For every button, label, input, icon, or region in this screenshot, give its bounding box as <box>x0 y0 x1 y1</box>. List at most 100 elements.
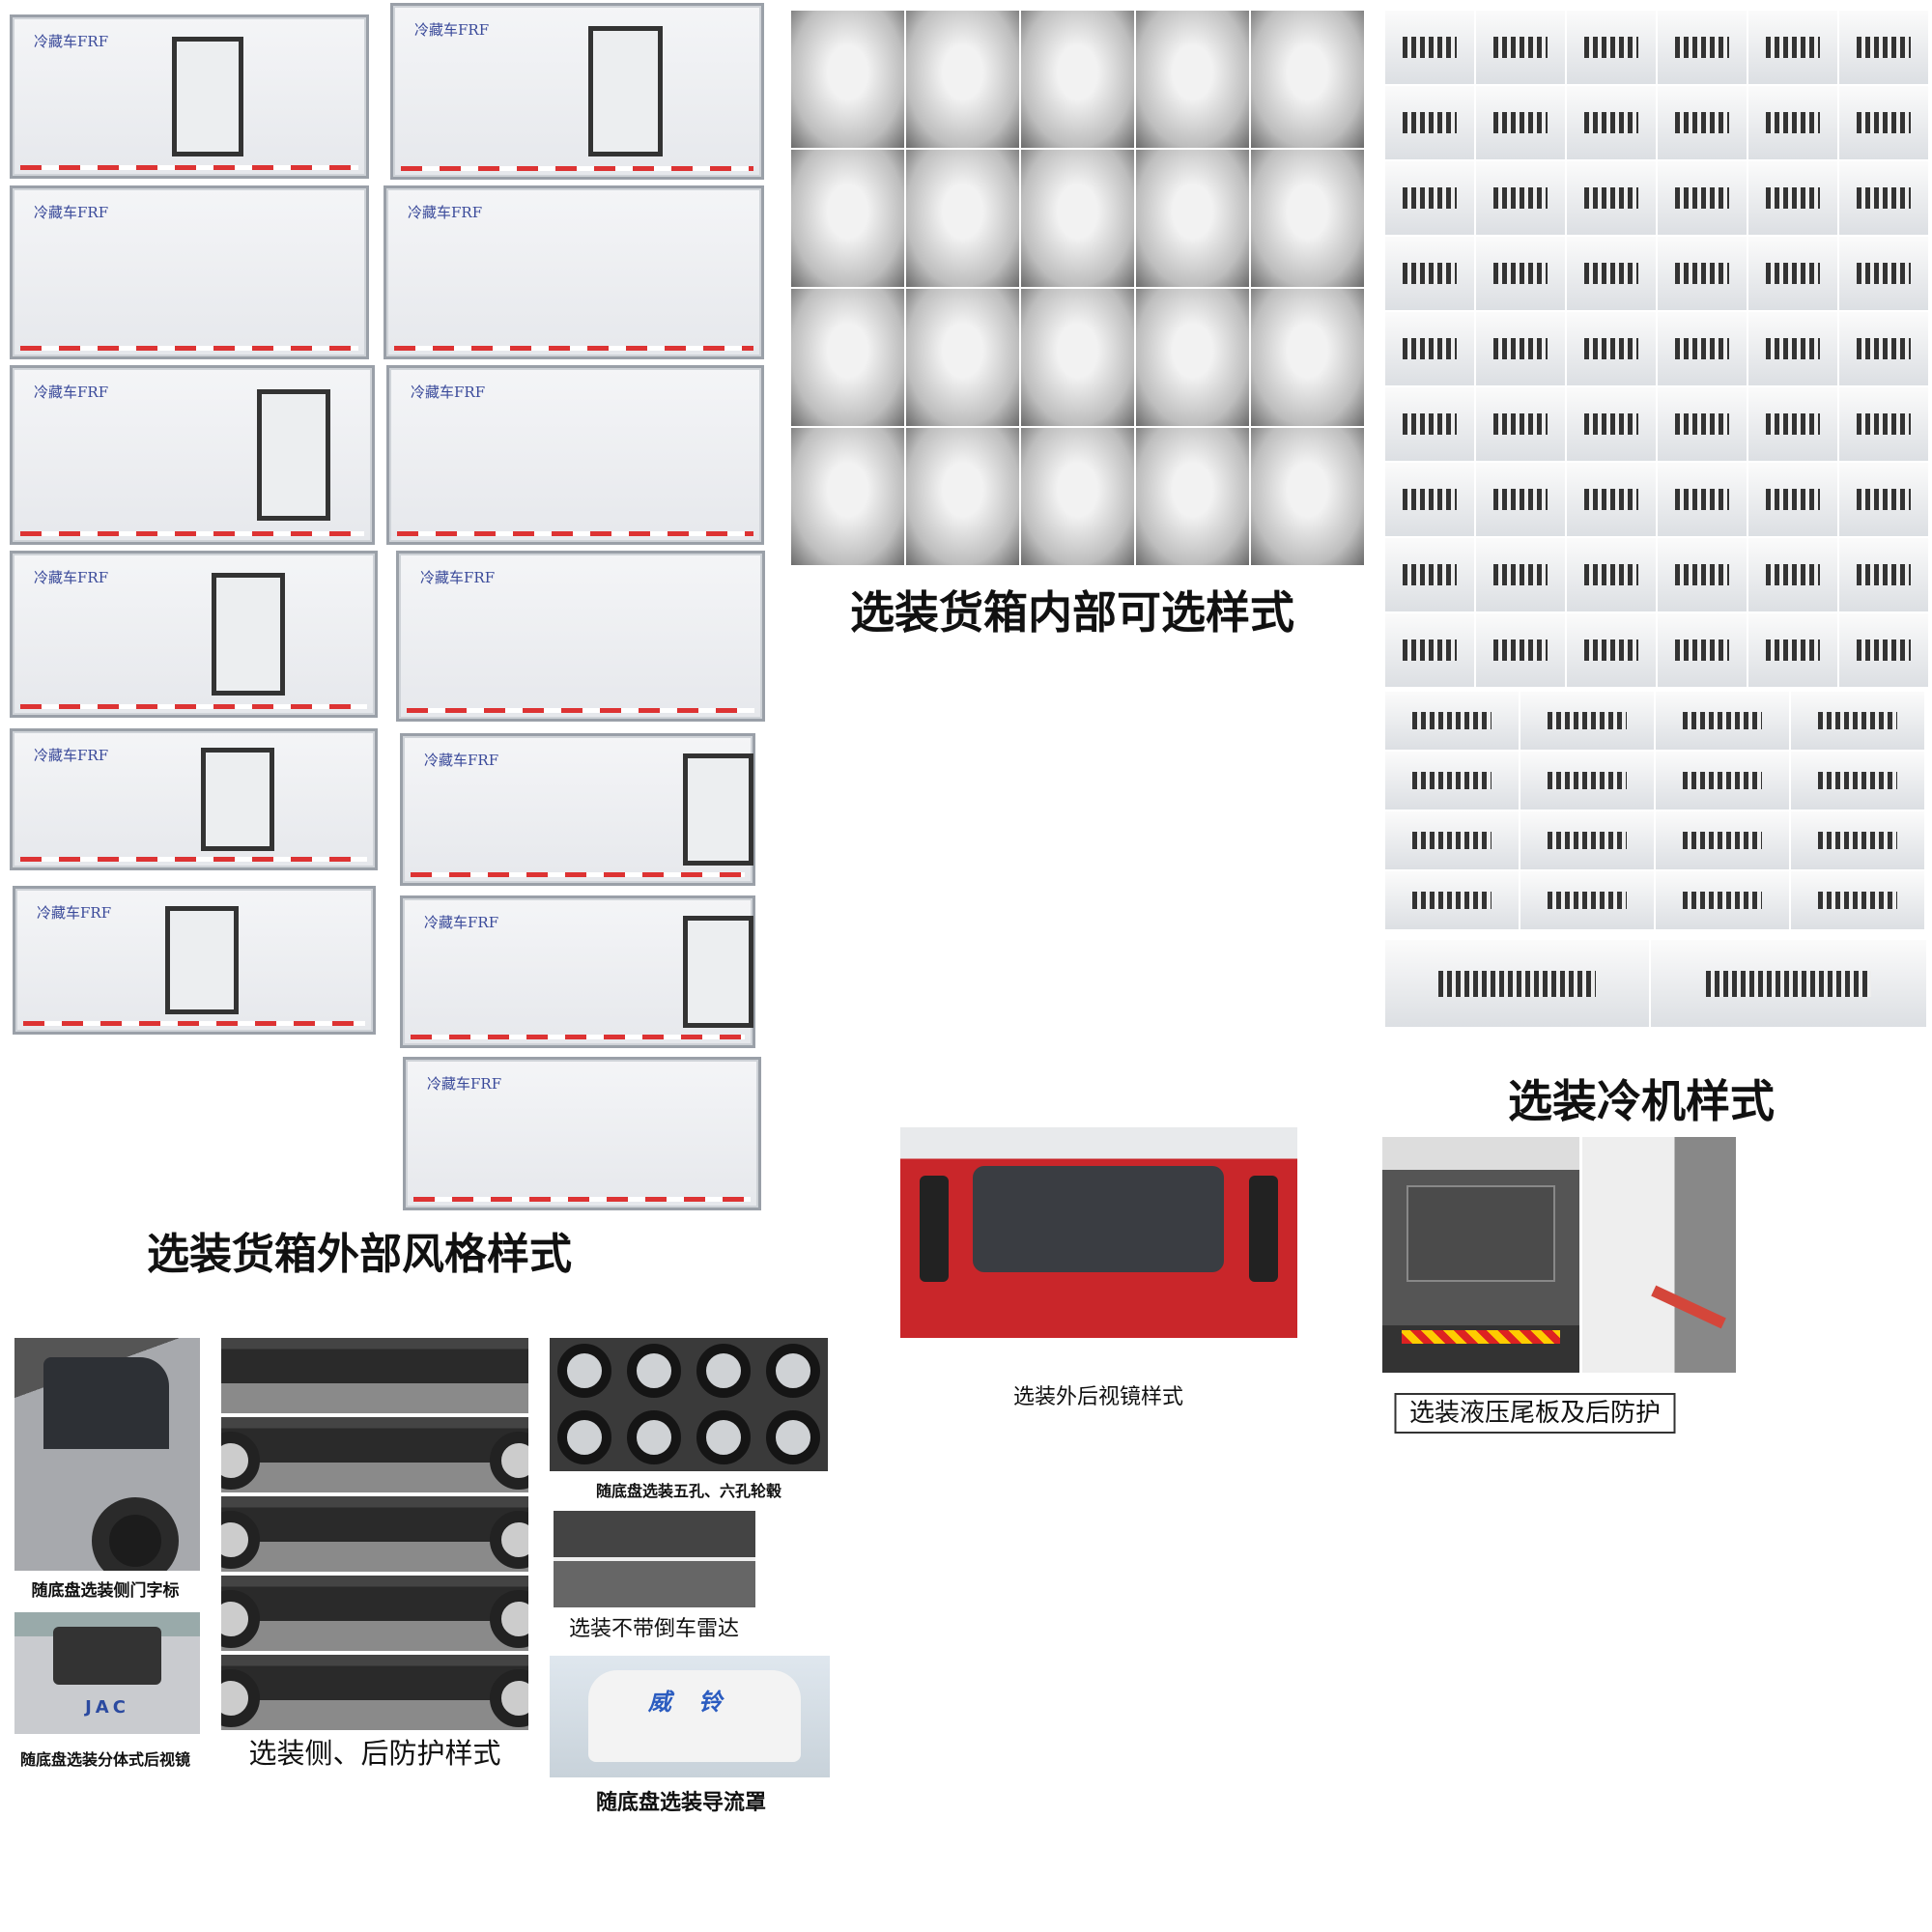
interior-photo <box>1020 427 1135 566</box>
wheel-icon <box>221 1669 260 1727</box>
panel-label: 冷藏车FRF <box>424 914 499 931</box>
cooling-unit-photo <box>1566 537 1657 612</box>
panel-label: 冷藏车FRF <box>411 384 486 401</box>
wheel-hub-icon <box>557 1344 611 1398</box>
cooling-unit-photo <box>1657 462 1747 537</box>
cooling-unit-photo <box>1475 10 1566 85</box>
rear-door <box>165 905 239 1015</box>
wheel-icon <box>490 1432 528 1490</box>
jac-logo: JAC <box>85 1697 129 1718</box>
exterior-title: 选装货箱外部风格样式 <box>147 1230 572 1279</box>
wheel-hub-icon <box>696 1344 751 1398</box>
wheel-icon <box>221 1511 260 1569</box>
cooling-unit-photo <box>1838 462 1929 537</box>
cooling-unit-photo <box>1655 691 1790 751</box>
cooling-unit-photo <box>1838 85 1929 160</box>
cargo-box-panel: 冷藏车FRF <box>384 185 764 359</box>
wheel-photo <box>758 1405 828 1471</box>
deflector-caption: 随底盘选装导流罩 <box>595 1790 767 1815</box>
cooling-unit-photo <box>1655 810 1790 870</box>
cargo-box-panel: 冷藏车FRF <box>10 551 378 718</box>
panel-label: 冷藏车FRF <box>37 904 112 922</box>
cooling-unit-photo <box>1657 537 1747 612</box>
cooling-unit-photo <box>1520 691 1655 751</box>
cooling-unit-photo <box>1384 386 1475 462</box>
wheel-hub-icon <box>766 1410 820 1464</box>
chassis-photo <box>221 1338 528 1413</box>
cooling-unit-photo <box>1566 386 1657 462</box>
cooling-unit-photo <box>1790 870 1925 930</box>
wheel-icon <box>490 1590 528 1648</box>
wheel-photo <box>758 1338 828 1405</box>
wheel-photo <box>550 1338 619 1405</box>
interior-photo <box>1135 427 1250 566</box>
split-mirror-photo: JAC <box>14 1612 200 1734</box>
cooling-unit-photo <box>1384 870 1520 930</box>
rear-door <box>587 26 664 156</box>
interior-photo <box>905 427 1020 566</box>
panel-label: 冷藏车FRF <box>34 204 109 221</box>
deflector-brand: 威 铃 <box>647 1689 732 1716</box>
cooling-unit-photo <box>1475 85 1566 160</box>
cooling-unit-photo <box>1566 85 1657 160</box>
wheel-icon <box>490 1669 528 1727</box>
cooling-unit-photo <box>1747 10 1838 85</box>
cooling-unit-photo <box>1838 612 1929 688</box>
interior-photo <box>1135 288 1250 427</box>
cooling-unit-photo <box>1384 691 1520 751</box>
cooling-unit-photo <box>1384 311 1475 386</box>
cargo-box-panel: 冷藏车FRF <box>10 365 375 545</box>
cooling-unit-photo <box>1566 462 1657 537</box>
cooling-unit-photo <box>1384 612 1475 688</box>
cooling-unit-photo <box>1475 386 1566 462</box>
cooling-unit-photo <box>1838 537 1929 612</box>
wheel-photo <box>689 1405 758 1471</box>
cooling-unit-photo <box>1384 160 1475 236</box>
interior-photo <box>905 288 1020 427</box>
cooling-unit-photo <box>1520 810 1655 870</box>
wheel-hub-icon <box>766 1344 820 1398</box>
cooling-unit-photo <box>1838 236 1929 311</box>
cooling-unit-photo <box>1384 10 1475 85</box>
interior-title: 选装货箱内部可选样式 <box>850 586 1294 639</box>
cargo-box-panel: 冷藏车FRF <box>10 728 378 870</box>
panel-label: 冷藏车FRF <box>424 752 499 769</box>
rear-door <box>171 36 244 157</box>
cooling-unit-photo <box>1475 612 1566 688</box>
interior-photo <box>790 10 905 149</box>
cooling-unit-photo <box>1838 10 1929 85</box>
cooling-unit-photo <box>1520 870 1655 930</box>
cargo-box-panel: 冷藏车FRF <box>386 365 764 545</box>
cooling-unit-photo <box>1566 612 1657 688</box>
chassis-photo <box>221 1496 528 1572</box>
interior-photo <box>905 10 1020 149</box>
cooling-unit-photo <box>1384 939 1650 1028</box>
cooling-unit-photo <box>1657 85 1747 160</box>
interior-photo <box>1020 10 1135 149</box>
chassis-photo <box>221 1655 528 1730</box>
cooling-unit-photo <box>1475 160 1566 236</box>
panel-label: 冷藏车FRF <box>414 21 490 39</box>
cooling-unit-photo <box>1384 236 1475 311</box>
cooling-unit-photo <box>1384 537 1475 612</box>
tailgate-photo <box>1382 1137 1579 1373</box>
cooling-unit-photo <box>1790 691 1925 751</box>
cargo-box-panel: 冷藏车FRF <box>10 14 369 179</box>
side-rear-guard-caption: 选装侧、后防护样式 <box>248 1737 501 1770</box>
cooling-unit-photo <box>1657 10 1747 85</box>
wheel-hub-icon <box>696 1410 751 1464</box>
rear-door <box>201 747 275 852</box>
cooling-unit-photo <box>1838 160 1929 236</box>
rear-door <box>212 573 286 696</box>
no-radar-photo <box>554 1511 755 1607</box>
wheel-photo <box>550 1405 619 1471</box>
cooling-unit-photo <box>1838 311 1929 386</box>
wheel-hub-icon <box>627 1410 681 1464</box>
cargo-box-panel: 冷藏车FRF <box>13 886 376 1035</box>
cooling-unit-photo <box>1650 939 1927 1028</box>
cooling-unit-photo <box>1475 311 1566 386</box>
cargo-box-panel: 冷藏车FRF <box>403 1057 761 1210</box>
mirror-style-photo <box>900 1127 1297 1338</box>
interior-photo <box>1020 149 1135 288</box>
cooling-unit-photo <box>1657 612 1747 688</box>
